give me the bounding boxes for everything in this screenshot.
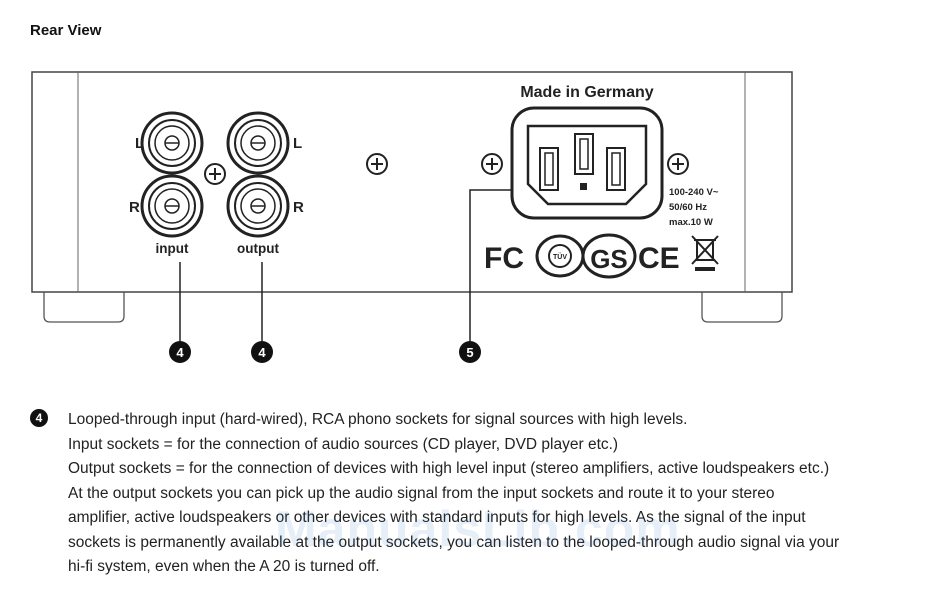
tuv-mark: TÜV [535, 234, 585, 278]
description-line: hi-fi system, even when the A 20 is turn… [68, 558, 380, 575]
label-output-right-channel: R [293, 199, 304, 216]
label-input-left-channel: L [135, 135, 144, 152]
svg-text:4: 4 [258, 345, 266, 360]
rca-jack-input-right [140, 174, 204, 238]
description-line: Input sockets = for the connection of au… [68, 435, 619, 453]
label-input-right-channel: R [129, 199, 140, 216]
rca-jack-output-left [226, 111, 290, 175]
fcc-mark: FC [484, 242, 524, 275]
left-foot [43, 292, 125, 323]
description-line: At the output sockets you can pick up th… [68, 484, 775, 502]
input-label: input [156, 241, 189, 256]
rear-view-diagram: L R L R input output Made in Germany 100… [31, 71, 793, 363]
description-text: Looped-through input (hard-wired), RCA p… [68, 408, 839, 580]
screw-right-of-power [667, 153, 689, 175]
right-foot [701, 292, 783, 323]
weee-bin-icon [691, 235, 719, 271]
watermark: ManualsLib.com [275, 501, 681, 557]
ce-mark: CE [638, 242, 680, 275]
power-wattage-spec: max.10 W [669, 217, 713, 228]
screw-middle [366, 153, 388, 175]
gs-label: GS [590, 244, 628, 274]
power-frequency-spec: 50/60 Hz [669, 202, 707, 213]
made-in-label: Made in Germany [520, 84, 653, 101]
power-inlet-iec [510, 106, 664, 220]
screw-left-of-power [481, 153, 503, 175]
callout-5-power: 5 [459, 341, 481, 363]
power-voltage-spec: 100-240 V~ [669, 187, 719, 198]
svg-text:5: 5 [466, 345, 473, 360]
section-heading: Rear View [30, 22, 102, 39]
description-line: sockets is permanently available at the … [68, 533, 840, 551]
description-line: amplifier, active loudspeakers or other … [68, 509, 806, 526]
description-line: Looped-through input (hard-wired), RCA p… [68, 411, 688, 428]
screw-center-jacks [204, 163, 226, 185]
description-line: Output sockets = for the connection of d… [68, 460, 830, 477]
callout-4-output: 4 [251, 341, 273, 363]
rca-jack-output-right [226, 174, 290, 238]
label-output-left-channel: L [293, 135, 302, 152]
callout-4-input: 4 [169, 341, 191, 363]
tuv-label: TÜV [553, 252, 567, 261]
callout-leader-power [469, 189, 512, 341]
description-number-badge: 4 [30, 409, 48, 427]
output-label: output [237, 241, 279, 256]
svg-text:4: 4 [176, 345, 184, 360]
gs-mark: GS [581, 233, 637, 279]
rca-jack-input-left [140, 111, 204, 175]
